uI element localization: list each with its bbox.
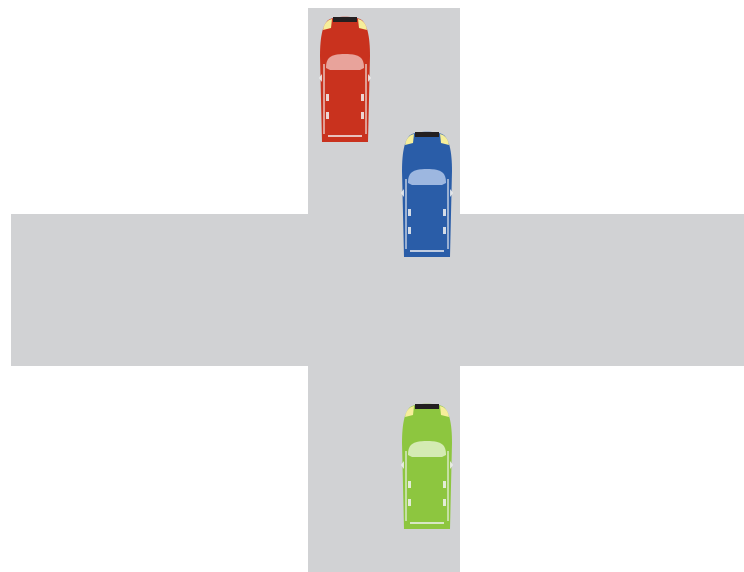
windshield xyxy=(408,169,446,185)
windshield xyxy=(326,54,364,70)
front-bumper xyxy=(415,404,439,409)
car-body xyxy=(402,404,452,529)
front-bumper xyxy=(333,17,357,22)
door-handle-right-1 xyxy=(443,209,446,216)
front-bumper xyxy=(415,132,439,137)
red-car xyxy=(319,17,371,142)
door-handle-left-1 xyxy=(326,94,329,101)
door-handle-right-2 xyxy=(361,112,364,119)
blue-car xyxy=(401,132,453,257)
door-handle-left-2 xyxy=(408,499,411,506)
car-body xyxy=(320,17,370,142)
green-car xyxy=(401,404,453,529)
door-handle-left-1 xyxy=(408,481,411,488)
door-handle-left-1 xyxy=(408,209,411,216)
car-body xyxy=(402,132,452,257)
horizontal-road xyxy=(11,214,744,366)
door-handle-right-1 xyxy=(443,481,446,488)
door-handle-left-2 xyxy=(408,227,411,234)
door-handle-left-2 xyxy=(326,112,329,119)
windshield xyxy=(408,441,446,457)
door-handle-right-1 xyxy=(361,94,364,101)
door-handle-right-2 xyxy=(443,499,446,506)
door-handle-right-2 xyxy=(443,227,446,234)
